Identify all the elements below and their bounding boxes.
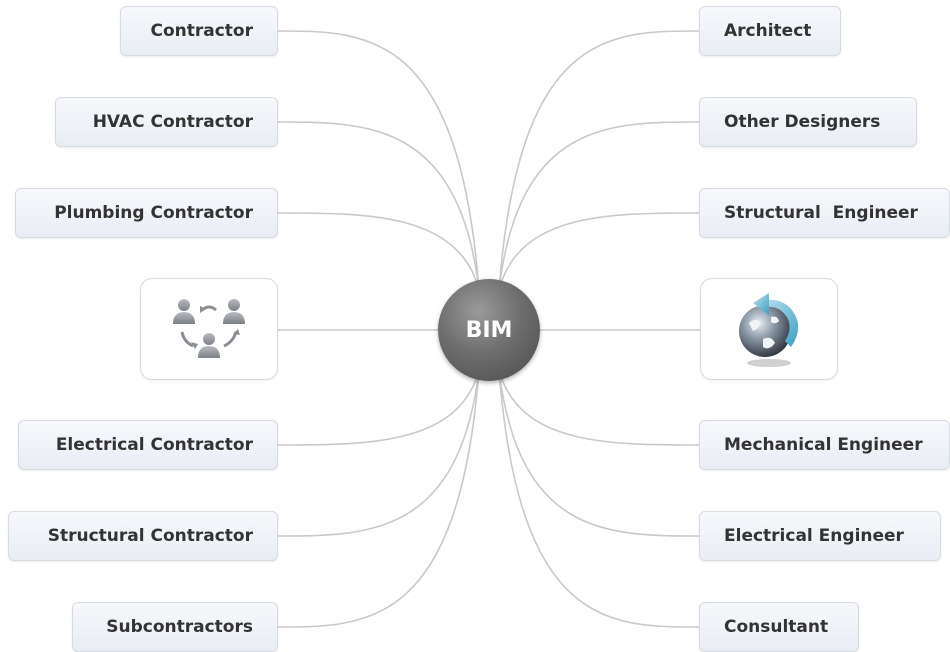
connector-left-4	[277, 369, 480, 446]
node-architect[interactable]: Architect	[699, 6, 841, 56]
node-other-designers[interactable]: Other Designers	[699, 97, 917, 147]
connector-left-5	[277, 369, 480, 537]
connector-left-1	[277, 121, 480, 291]
node-electrical-engineer[interactable]: Electrical Engineer	[699, 511, 941, 561]
node-electrical-contractor[interactable]: Electrical Contractor	[18, 420, 278, 470]
node-hvac-contractor[interactable]: HVAC Contractor	[55, 97, 278, 147]
connector-left-2	[277, 212, 480, 291]
globe-node[interactable]	[700, 278, 838, 380]
globe-refresh-icon	[739, 293, 799, 367]
connector-right-0	[498, 30, 700, 291]
collaboration-node[interactable]	[140, 278, 278, 380]
connector-right-1	[498, 121, 700, 291]
node-contractor[interactable]: Contractor	[120, 6, 278, 56]
bim-hub[interactable]: BIM	[438, 279, 540, 381]
connector-right-5	[498, 369, 700, 537]
connector-right-2	[498, 212, 700, 291]
node-plumbing-contractor[interactable]: Plumbing Contractor	[15, 188, 278, 238]
connector-right-6	[498, 369, 700, 628]
node-structural-contractor[interactable]: Structural Contractor	[8, 511, 278, 561]
connector-left-6	[277, 369, 480, 628]
node-structural-engineer[interactable]: Structural Engineer	[699, 188, 950, 238]
people-collaboration-icon	[173, 299, 245, 358]
connector-right-4	[498, 369, 700, 446]
node-consultant[interactable]: Consultant	[699, 602, 859, 652]
connector-left-0	[277, 30, 480, 291]
node-subcontractors[interactable]: Subcontractors	[72, 602, 278, 652]
node-mechanical-engineer[interactable]: Mechanical Engineer	[699, 420, 950, 470]
